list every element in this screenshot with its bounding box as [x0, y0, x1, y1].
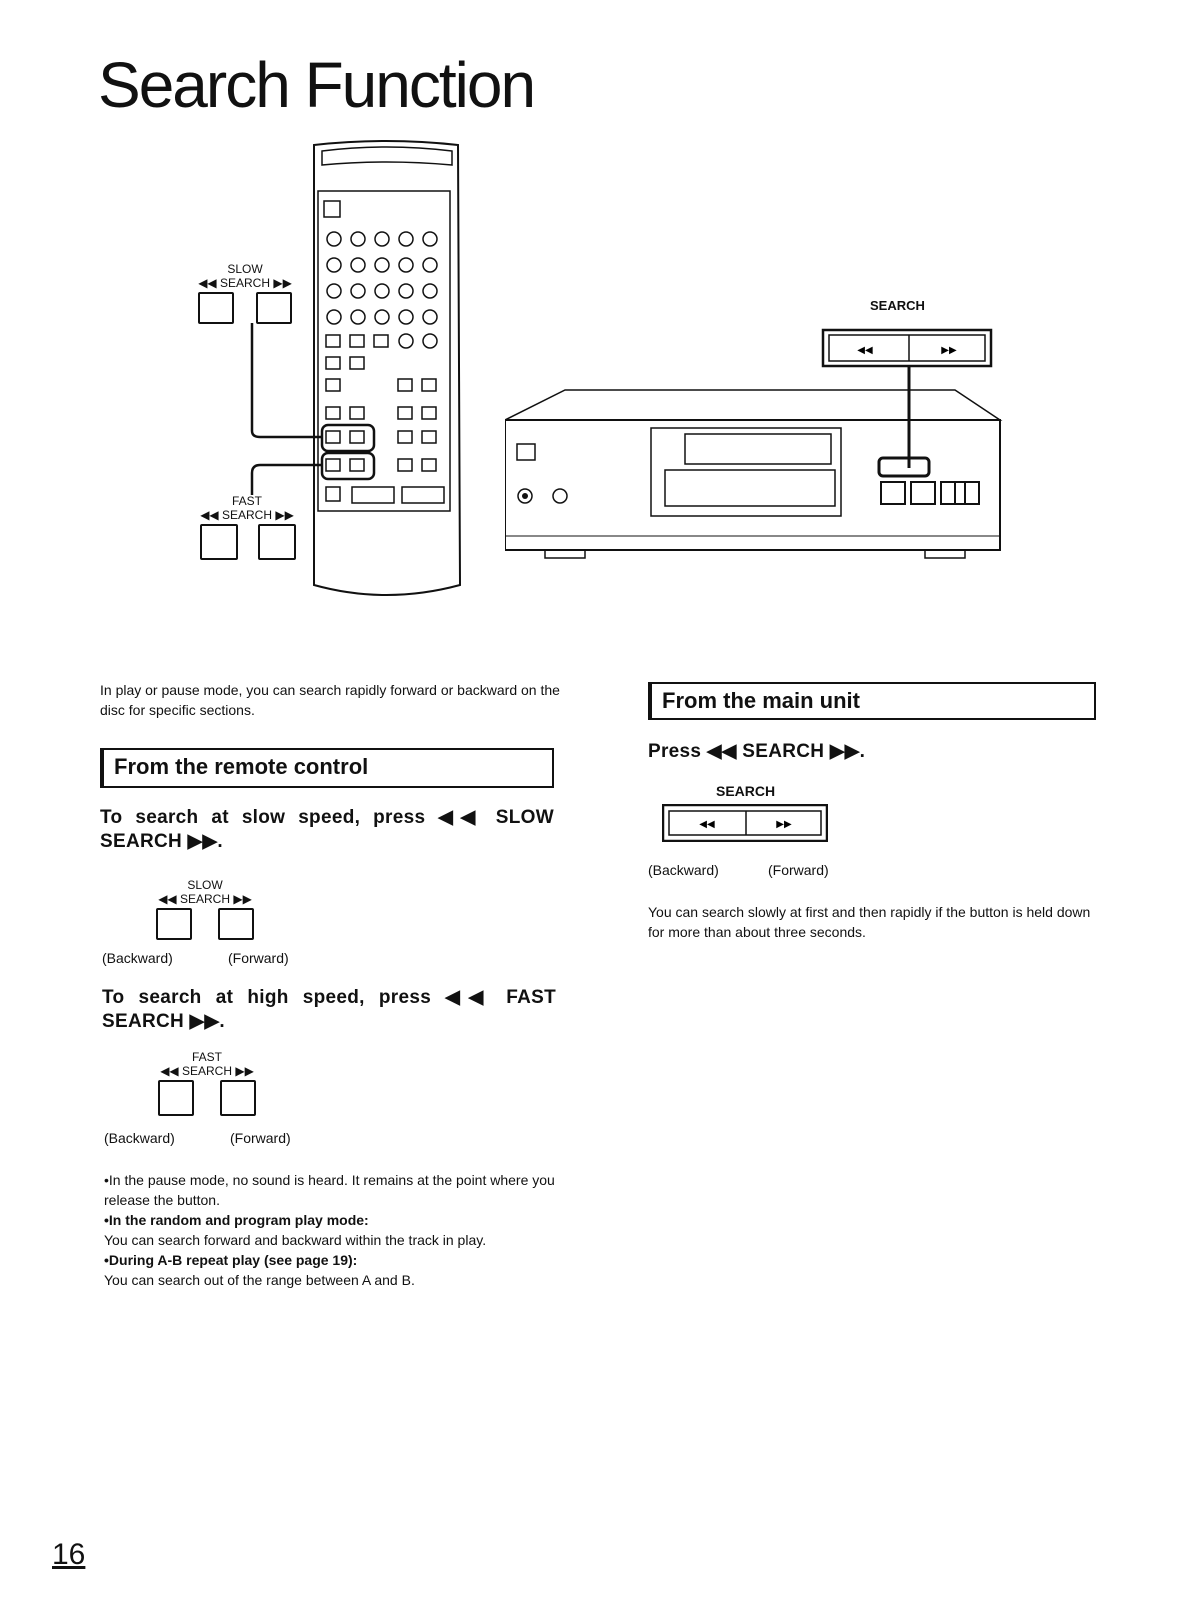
page-title: Search Function: [98, 49, 536, 121]
note-random-program-text: You can search forward and backward with…: [104, 1232, 487, 1248]
illustration-fast-search-forward-button: [258, 524, 296, 560]
remote-section-heading: From the remote control: [100, 748, 554, 788]
main-section-heading: From the main unit: [648, 682, 1096, 720]
illustration-slow-search-backward-button: [198, 292, 234, 324]
fast-search-step: To search at high speed, press ◀◀ FAST S…: [102, 987, 556, 1032]
main-search-step: Press ◀◀ SEARCH ▶▶.: [648, 741, 866, 762]
slow-forward-caption: (Forward): [228, 950, 289, 966]
illustration-fast-search-backward-button: [200, 524, 238, 560]
slow-search-label: ◀◀ SEARCH ▶▶: [158, 892, 252, 906]
note-random-program-heading: •In the random and program play mode:: [104, 1212, 369, 1228]
slow-label: SLOW: [187, 878, 223, 892]
intro-text: In play or pause mode, you can search ra…: [100, 682, 560, 718]
main-search-backward-icon: ◀◀: [699, 819, 715, 830]
main-section-note: You can search slowly at first and then …: [648, 904, 1091, 940]
main-search-label: SEARCH: [716, 783, 776, 799]
svg-text:◀◀: ◀◀: [857, 345, 873, 356]
main-forward-caption: (Forward): [768, 862, 829, 878]
note-pause-mode: •In the pause mode, no sound is heard. I…: [104, 1172, 555, 1208]
fast-search-label: ◀◀ SEARCH ▶▶: [160, 1064, 254, 1078]
note-ab-repeat-text: You can search out of the range between …: [104, 1272, 415, 1288]
illustration-slow-search-forward-button: [256, 292, 292, 324]
illustration-fast-search-label: ◀◀ SEARCH ▶▶: [200, 508, 294, 522]
fast-search-backward-button: [158, 1080, 194, 1116]
fast-forward-caption: (Forward): [230, 1130, 291, 1146]
fast-search-forward-button: [220, 1080, 256, 1116]
slow-search-step: To search at slow speed, press ◀◀ SLOW S…: [100, 807, 554, 852]
main-unit-illustration: ◀◀ ▶▶: [505, 328, 1003, 559]
note-ab-repeat-heading: •During A-B repeat play (see page 19):: [104, 1252, 358, 1268]
slow-search-backward-button: [156, 908, 192, 940]
main-search-button-pair: ◀◀ ▶▶: [662, 804, 828, 842]
fast-label: FAST: [191, 1050, 222, 1064]
remote-notes: •In the pause mode, no sound is heard. I…: [104, 1170, 558, 1290]
illustration-fast-label: FAST: [231, 494, 262, 508]
slow-backward-caption: (Backward): [102, 950, 173, 966]
main-backward-caption: (Backward): [648, 862, 719, 878]
fast-backward-caption: (Backward): [104, 1130, 175, 1146]
slow-search-forward-button: [218, 908, 254, 940]
page-number: 16: [52, 1538, 86, 1571]
main-search-forward-icon: ▶▶: [776, 819, 792, 830]
illustration-slow-search-label: ◀◀ SEARCH ▶▶: [198, 276, 292, 290]
remote-control-illustration: [250, 140, 462, 596]
illustration-slow-label: SLOW: [227, 262, 263, 276]
svg-text:▶▶: ▶▶: [941, 345, 957, 356]
illustration-unit-search-label: SEARCH: [870, 298, 925, 313]
